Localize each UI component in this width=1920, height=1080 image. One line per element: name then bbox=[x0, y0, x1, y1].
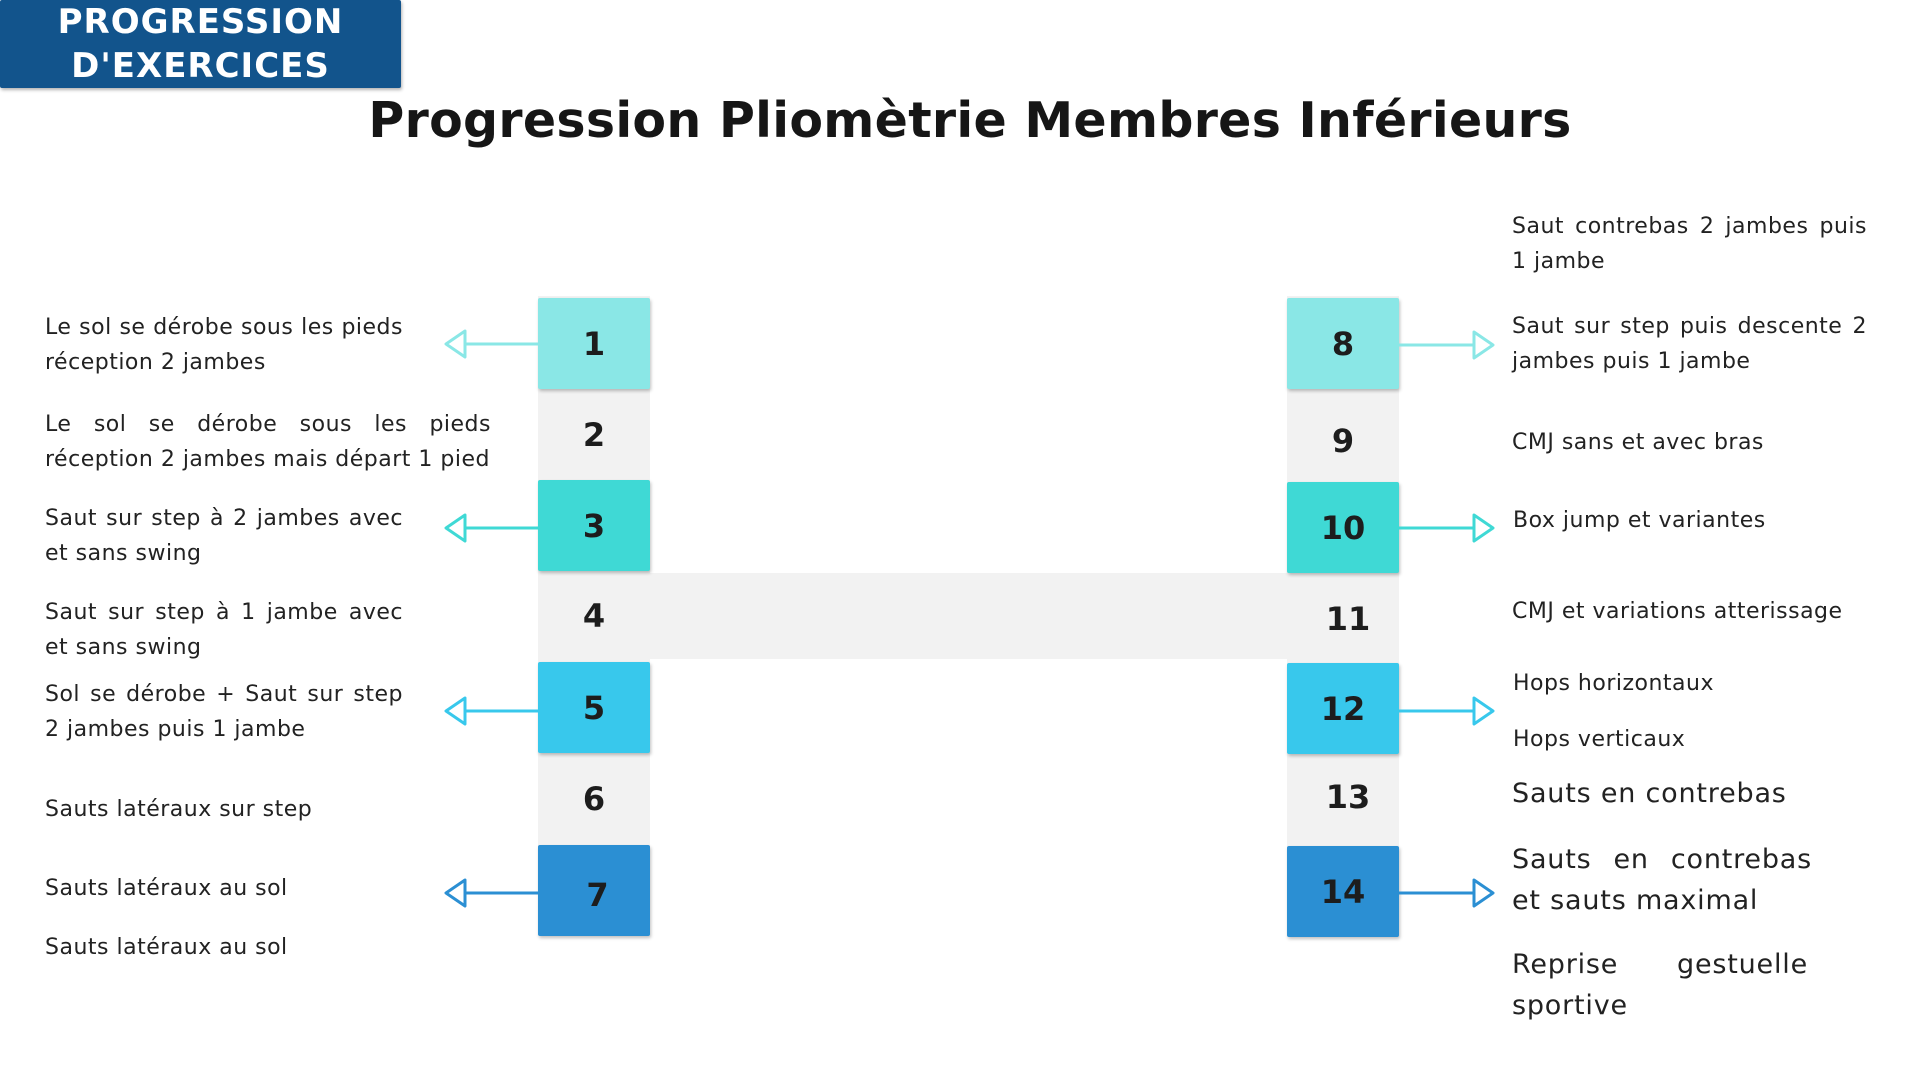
right-text-5: CMJ et variations atterissage bbox=[1512, 599, 1843, 624]
step-number: 5 bbox=[582, 688, 606, 727]
step-number: 14 bbox=[1320, 872, 1366, 911]
step-box-14: 14 bbox=[1287, 846, 1399, 937]
step-box-3: 3 bbox=[538, 480, 650, 571]
connector-bar bbox=[650, 573, 1287, 659]
step-number: 1 bbox=[582, 324, 606, 363]
arrow-right-14 bbox=[1399, 878, 1495, 908]
step-number: 3 bbox=[582, 506, 606, 545]
step-box-4: 4 bbox=[538, 573, 650, 659]
right-text-8: Sauts en contrebas bbox=[1512, 778, 1787, 809]
step-box-8: 8 bbox=[1287, 298, 1399, 389]
left-text-4: Saut sur step à 1 jambe avec et sans swi… bbox=[45, 600, 403, 660]
arrow-right-10 bbox=[1399, 513, 1495, 543]
step-number: 13 bbox=[1325, 777, 1371, 816]
arrow-left-7 bbox=[444, 878, 538, 908]
left-text-6: Sauts latéraux sur step bbox=[45, 797, 313, 822]
left-text-5: Sol se dérobe + Saut sur step 2 jambes p… bbox=[45, 682, 403, 742]
step-number: 10 bbox=[1320, 508, 1366, 547]
step-box-13: 13 bbox=[1287, 751, 1399, 842]
step-number: 12 bbox=[1320, 689, 1366, 728]
arrow-right-8 bbox=[1399, 330, 1495, 360]
step-box-6: 6 bbox=[538, 753, 650, 844]
arrow-right-12 bbox=[1399, 696, 1495, 726]
right-text-3: CMJ sans et avec bras bbox=[1512, 430, 1764, 455]
step-box-1: 1 bbox=[538, 298, 650, 389]
left-text-3: Saut sur step à 2 jambes avec et sans sw… bbox=[45, 506, 403, 566]
step-number: 4 bbox=[582, 597, 606, 635]
diagram-title: Progression Pliomètrie Membres Inférieur… bbox=[368, 92, 1572, 149]
step-box-10: 10 bbox=[1287, 482, 1399, 573]
arrow-left-1 bbox=[444, 329, 538, 359]
step-number: 6 bbox=[582, 779, 606, 818]
step-box-7: 7 bbox=[538, 845, 650, 936]
step-number: 9 bbox=[1331, 421, 1355, 460]
step-number: 2 bbox=[582, 415, 606, 454]
step-box-11: 11 bbox=[1287, 576, 1399, 662]
left-column bbox=[538, 296, 650, 930]
left-text-2: Le sol se dérobe sous les pieds réceptio… bbox=[45, 412, 491, 472]
step-number: 11 bbox=[1325, 600, 1371, 638]
step-box-9: 9 bbox=[1287, 395, 1399, 486]
arrow-left-3 bbox=[444, 513, 538, 543]
step-box-5: 5 bbox=[538, 662, 650, 753]
step-box-2: 2 bbox=[538, 389, 650, 480]
right-text-6: Hops horizontaux bbox=[1513, 671, 1715, 696]
step-number: 8 bbox=[1331, 324, 1355, 363]
left-text-7: Sauts latéraux au sol bbox=[45, 876, 288, 901]
center-label-line2: D'EXERCICES bbox=[71, 46, 330, 86]
right-text-2: Saut sur step puis descente 2 jambes pui… bbox=[1512, 314, 1867, 374]
step-box-12: 12 bbox=[1287, 663, 1399, 754]
arrow-left-5 bbox=[444, 696, 538, 726]
left-text-8: Sauts latéraux au sol bbox=[45, 935, 288, 960]
step-number: 7 bbox=[586, 875, 609, 914]
right-text-1: Saut contrebas 2 jambes puis 1 jambe bbox=[1512, 214, 1867, 274]
right-text-4: Box jump et variantes bbox=[1513, 508, 1766, 533]
right-text-7: Hops verticaux bbox=[1513, 727, 1686, 752]
right-text-10: Reprise gestuelle sportive bbox=[1512, 949, 1808, 1021]
center-label-box: PROGRESSION D'EXERCICES bbox=[0, 0, 401, 88]
center-label-line1: PROGRESSION bbox=[57, 2, 344, 42]
right-text-9: Sauts en contrebas et sauts maximal bbox=[1512, 844, 1812, 916]
right-column bbox=[1287, 296, 1399, 930]
left-text-1: Le sol se dérobe sous les pieds réceptio… bbox=[45, 315, 403, 375]
